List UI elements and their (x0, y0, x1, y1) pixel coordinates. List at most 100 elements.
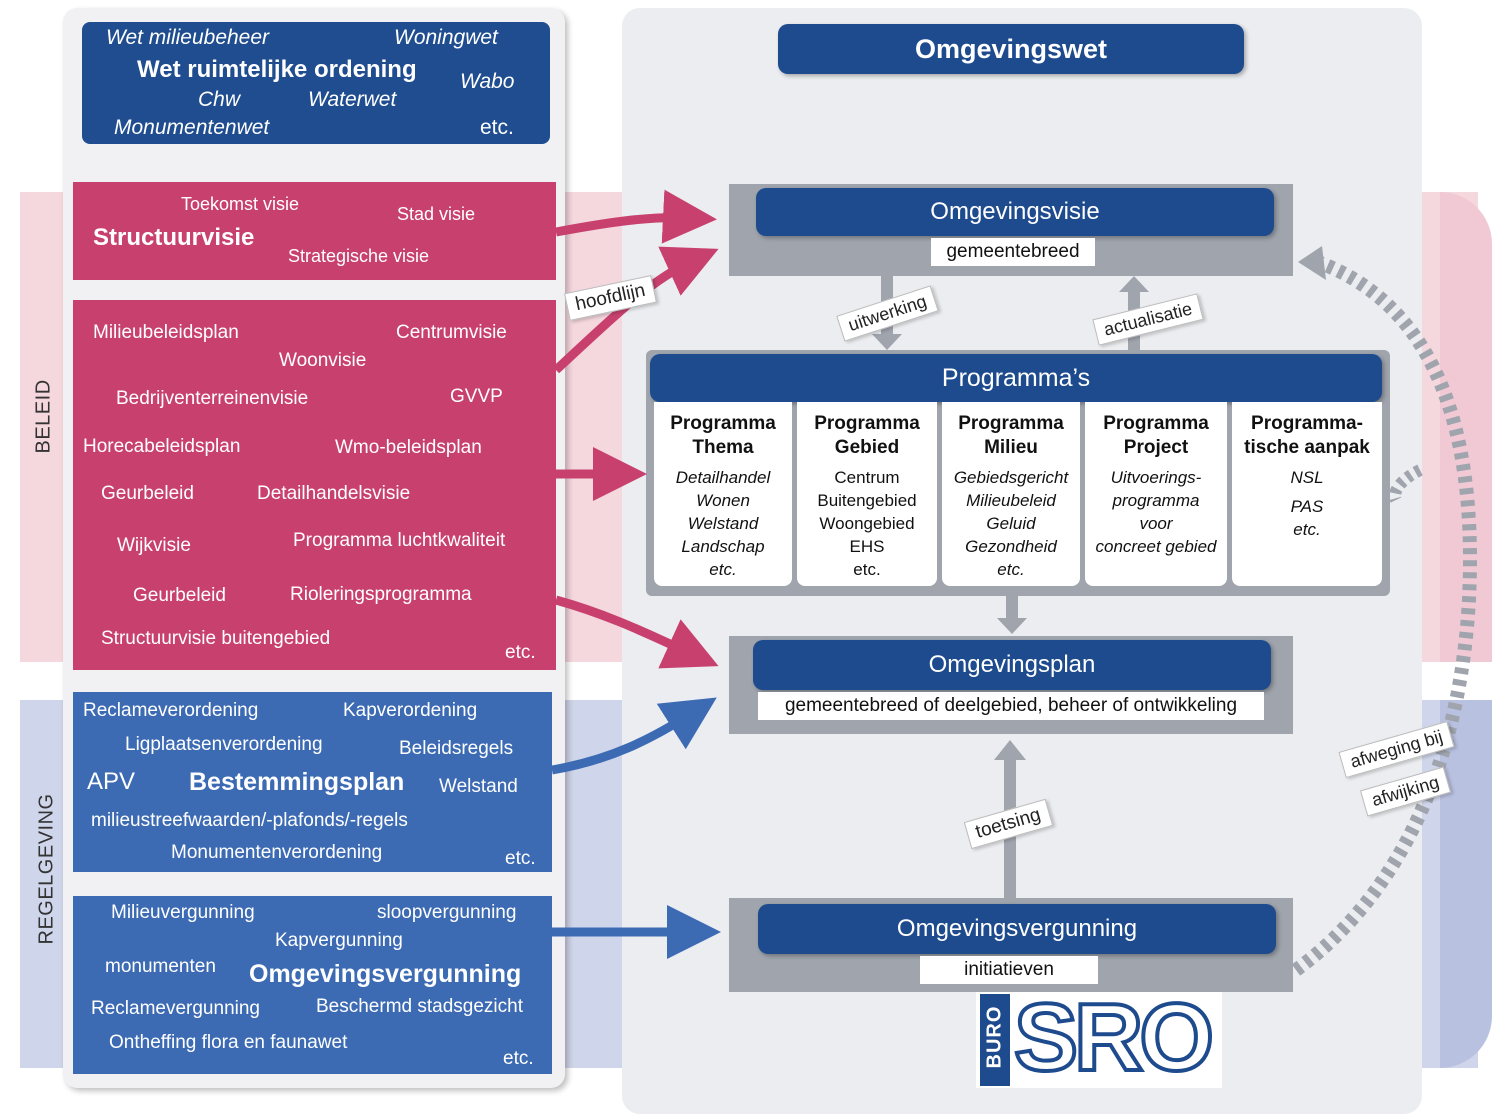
legislation-item: Wabo (460, 70, 515, 93)
vergunning-box: Milieuvergunning sloopvergunning Kapverg… (73, 896, 552, 1074)
col-item: Landschap (681, 537, 765, 556)
col-item: programma (1112, 491, 1200, 510)
col-head: Milieu (984, 437, 1038, 458)
col-item: Wonen (696, 491, 750, 510)
col-item: etc. (709, 560, 737, 579)
col-item: Detailhandel (675, 468, 771, 487)
regelgeving-band-right-curve (1440, 700, 1492, 1068)
arrow-visie-to-omgevingsvisie (555, 189, 717, 244)
beleid-item: GVVP (450, 386, 503, 407)
visie-item: Strategische visie (288, 246, 430, 266)
legislation-item: Chw (198, 88, 241, 111)
beleid-item: Structuurvisie buitengebied (101, 628, 331, 649)
col-head: Programma (814, 413, 920, 434)
col-head: tische aanpak (1244, 437, 1370, 458)
col-item: etc. (997, 560, 1025, 579)
col-head: Programma- (1251, 413, 1363, 434)
logo-sro-text: SRO (1012, 984, 1216, 1091)
beleid-item: Geurbeleid (133, 585, 226, 606)
vergunning-item: Kapvergunning (275, 930, 403, 951)
col-item: EHS (849, 537, 885, 556)
col-item: concreet gebied (1095, 537, 1217, 556)
omgevingsvergunning-title: Omgevingsvergunning (758, 904, 1276, 954)
logo: BURO SRO (976, 986, 1222, 1090)
col-item: PAS (1290, 497, 1324, 516)
beleid-item: Horecabeleidsplan (83, 436, 241, 457)
regel-item: Monumentenverordening (171, 842, 383, 863)
col-item: voor (1139, 514, 1173, 533)
regel-item: Kapverordening (343, 700, 478, 721)
col-item: Uitvoerings- (1110, 468, 1202, 487)
regel-item: Reclameverordening (83, 700, 259, 721)
beleid-item: etc. (505, 642, 536, 663)
beleid-item: Rioleringsprogramma (290, 584, 472, 605)
col-head: Programma (958, 413, 1064, 434)
regel-item: APV (87, 768, 136, 795)
vergunning-item: monumenten (105, 956, 216, 977)
legislation-item: Monumentenwet (114, 116, 270, 139)
col-item: Geluid (986, 514, 1036, 533)
beleid-item: Detailhandelsvisie (257, 483, 411, 504)
col-head: Thema (692, 437, 754, 458)
col-head: Project (1123, 437, 1189, 458)
regel-item: Bestemmingsplan (189, 768, 405, 796)
vergunning-item: sloopvergunning (377, 902, 517, 923)
regel-item: milieustreefwaarden/-plafonds/-regels (91, 810, 408, 831)
col-item: NSL (1290, 468, 1324, 487)
omgevingswet-title: Omgevingswet (778, 24, 1244, 74)
vergunning-item: Omgevingsvergunning (249, 960, 522, 988)
legislation-item: Wet milieubeheer (106, 26, 270, 49)
visie-item: Toekomst visie (181, 194, 300, 214)
logo-buro-text: BURO (983, 1005, 1006, 1069)
vergunning-item: Ontheffing flora en faunawet (109, 1032, 348, 1053)
omgevingsplan-title: Omgevingsplan (753, 640, 1271, 690)
beleid-item: Bedrijventerreinenvisie (116, 388, 309, 409)
legislation-item: Woningwet (394, 26, 498, 49)
col-head: Gebied (834, 437, 900, 458)
omgevingsvisie-tag: gemeentebreed (931, 238, 1095, 266)
beleid-item: Wijkvisie (117, 535, 191, 556)
beleid-item: Centrumvisie (396, 322, 507, 343)
visie-box: Toekomst visie Stad visie Structuurvisie… (73, 182, 556, 280)
regelgeving-box: Reclameverordening Kapverordening Ligpla… (73, 692, 552, 872)
omgevingsplan-tag: gemeentebreed of deelgebied, beheer of o… (758, 692, 1264, 720)
programmas-title: Programma’s (650, 354, 1382, 402)
legislation-item: Waterwet (308, 88, 397, 111)
beleid-item: Woonvisie (279, 350, 367, 371)
legislation-box: Wet milieubeheer Woningwet Wet ruimtelij… (82, 22, 550, 144)
logo-buro-bar (980, 994, 1010, 1086)
arrow-beleid-to-omgevingsplan (554, 595, 719, 669)
visie-item: Structuurvisie (93, 224, 255, 251)
beleid-band-right-curve (1440, 192, 1492, 662)
col-item: Milieubeleid (966, 491, 1056, 510)
col-item: Woongebied (819, 514, 915, 533)
omgevingsvisie-title: Omgevingsvisie (756, 188, 1274, 236)
beleid-item: Geurbeleid (101, 483, 194, 504)
col-item: Centrum (834, 468, 900, 487)
arrow-afweging-cycle (1291, 255, 1478, 976)
visie-item: Stad visie (397, 204, 476, 224)
vergunning-item: Beschermd stadsgezicht (316, 996, 523, 1017)
beleid-item: Wmo-beleidsplan (335, 437, 482, 458)
legislation-item: Wet ruimtelijke ordening (137, 56, 417, 83)
omgevingsvergunning-tag: initiatieven (920, 956, 1098, 984)
col-item: Gezondheid (965, 537, 1057, 556)
regel-item: Welstand (439, 776, 518, 797)
col-item: Gebiedsgericht (953, 468, 1069, 487)
col-item: Buitengebied (817, 491, 917, 510)
vergunning-item: Reclamevergunning (91, 998, 260, 1019)
col-item: Welstand (687, 514, 759, 533)
regel-item: Beleidsregels (399, 738, 514, 759)
regel-item: Ligplaatsenverordening (125, 734, 323, 755)
legislation-item: etc. (480, 116, 514, 139)
regel-item: etc. (505, 848, 536, 869)
vergunning-item: Milieuvergunning (111, 902, 255, 923)
col-item: etc. (853, 560, 881, 579)
arrow-regel-to-omgevingsplan (551, 697, 717, 775)
vergunning-item: etc. (503, 1048, 534, 1069)
